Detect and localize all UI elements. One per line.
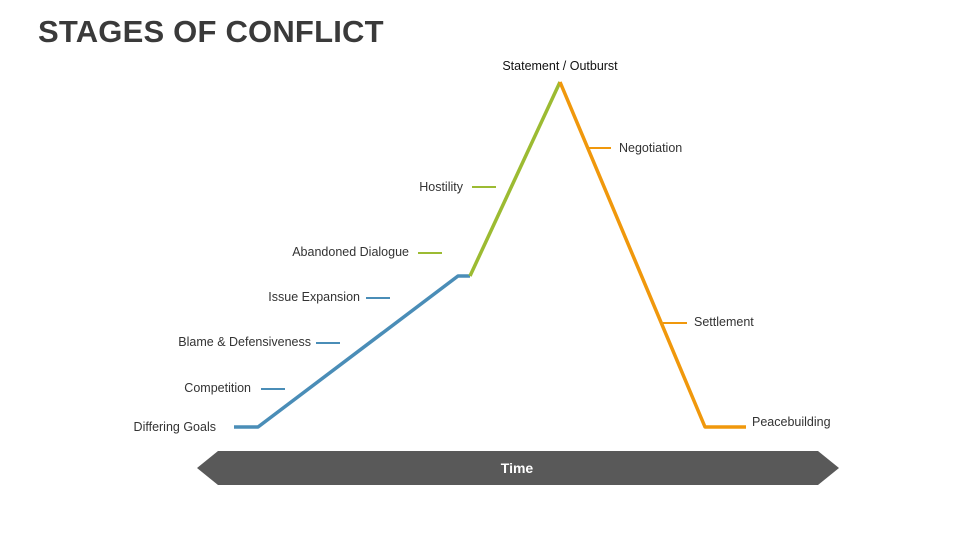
label-issue-expansion: Issue Expansion — [268, 290, 360, 304]
label-settlement: Settlement — [694, 315, 754, 329]
time-label: Time — [501, 460, 534, 476]
label-peacebuilding: Peacebuilding — [752, 415, 831, 429]
page-title: STAGES OF CONFLICT — [38, 14, 384, 49]
label-hostility: Hostility — [419, 180, 464, 194]
label-competition: Competition — [184, 381, 251, 395]
crisis-line — [468, 81, 562, 277]
resolution-line — [558, 81, 746, 429]
escalation-line — [234, 274, 470, 429]
label-blame: Blame & Defensiveness — [178, 335, 311, 349]
label-statement-outburst: Statement / Outburst — [502, 59, 618, 73]
label-negotiation: Negotiation — [619, 141, 682, 155]
label-differing-goals: Differing Goals — [134, 420, 216, 434]
label-abandoned-dialogue: Abandoned Dialogue — [292, 245, 409, 259]
time-arrow — [197, 451, 839, 485]
